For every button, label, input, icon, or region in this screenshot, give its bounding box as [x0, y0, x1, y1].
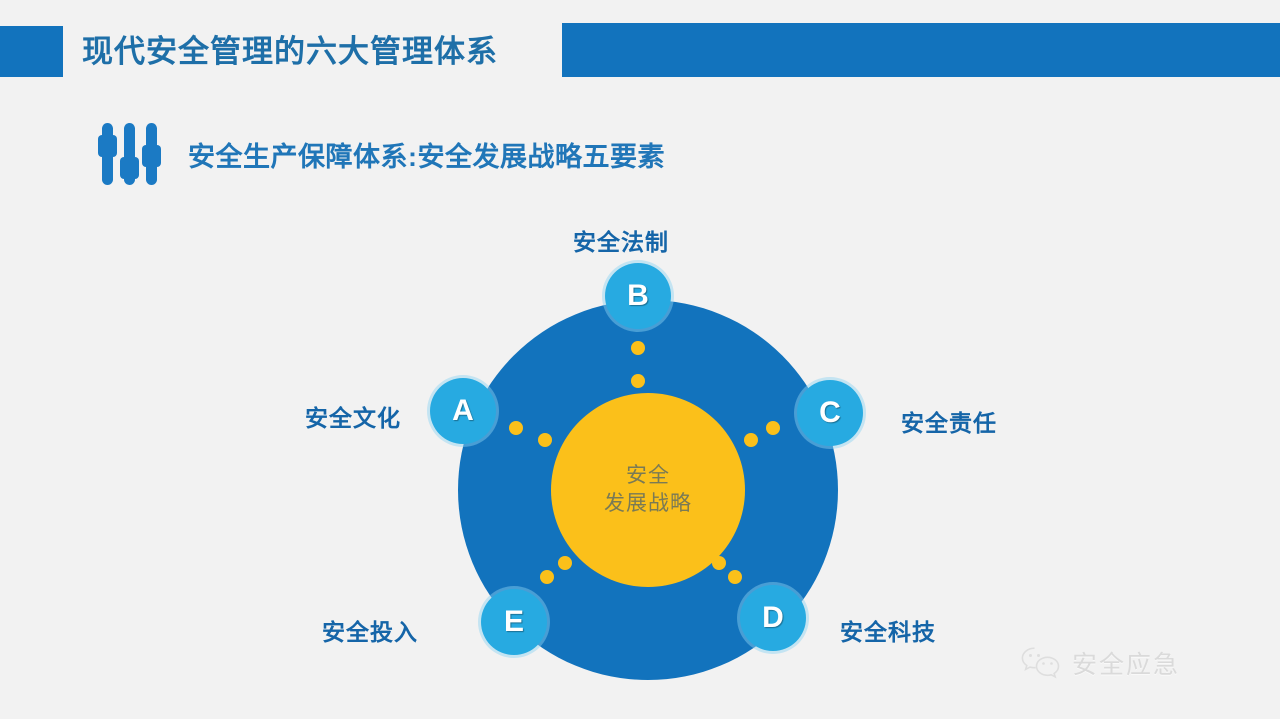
- connector-dot: [631, 374, 645, 388]
- node-d-label: 安全科技: [840, 619, 936, 645]
- header-accent-block: [0, 26, 63, 77]
- node-b-label: 安全法制: [573, 229, 669, 255]
- node-a[interactable]: A: [430, 378, 496, 444]
- section-subtitle: 安全生产保障体系:安全发展战略五要素: [96, 118, 665, 190]
- node-c[interactable]: C: [797, 380, 863, 446]
- watermark: 安全应急: [1020, 645, 1180, 681]
- connector-dot: [631, 341, 645, 355]
- connector-dot: [540, 570, 554, 584]
- connector-dot: [728, 570, 742, 584]
- page-title: 现代安全管理的六大管理体系: [82, 34, 498, 69]
- node-a-label: 安全文化: [305, 405, 401, 431]
- node-b[interactable]: B: [605, 263, 671, 329]
- node-e[interactable]: E: [481, 589, 547, 655]
- header-banner-bar: [562, 23, 1280, 77]
- center-label-line2: 发展战略: [604, 492, 692, 515]
- node-d[interactable]: D: [740, 585, 806, 651]
- watermark-label: 安全应急: [1072, 651, 1181, 679]
- node-e-label: 安全投入: [322, 619, 418, 645]
- connector-dot: [712, 556, 726, 570]
- diagram-center-circle: 安全 发展战略: [551, 393, 745, 587]
- section-subtitle-label: 安全生产保障体系:安全发展战略五要素: [188, 141, 665, 172]
- node-c-label: 安全责任: [901, 410, 997, 436]
- connector-dot: [558, 556, 572, 570]
- wechat-icon: [1020, 645, 1062, 681]
- page-header: 现代安全管理的六大管理体系: [0, 0, 1280, 100]
- connector-dot: [509, 421, 523, 435]
- connector-dot: [766, 421, 780, 435]
- connector-dot: [744, 433, 758, 447]
- sliders-icon: [96, 121, 166, 187]
- connector-dot: [538, 433, 552, 447]
- center-label-line1: 安全: [626, 463, 670, 487]
